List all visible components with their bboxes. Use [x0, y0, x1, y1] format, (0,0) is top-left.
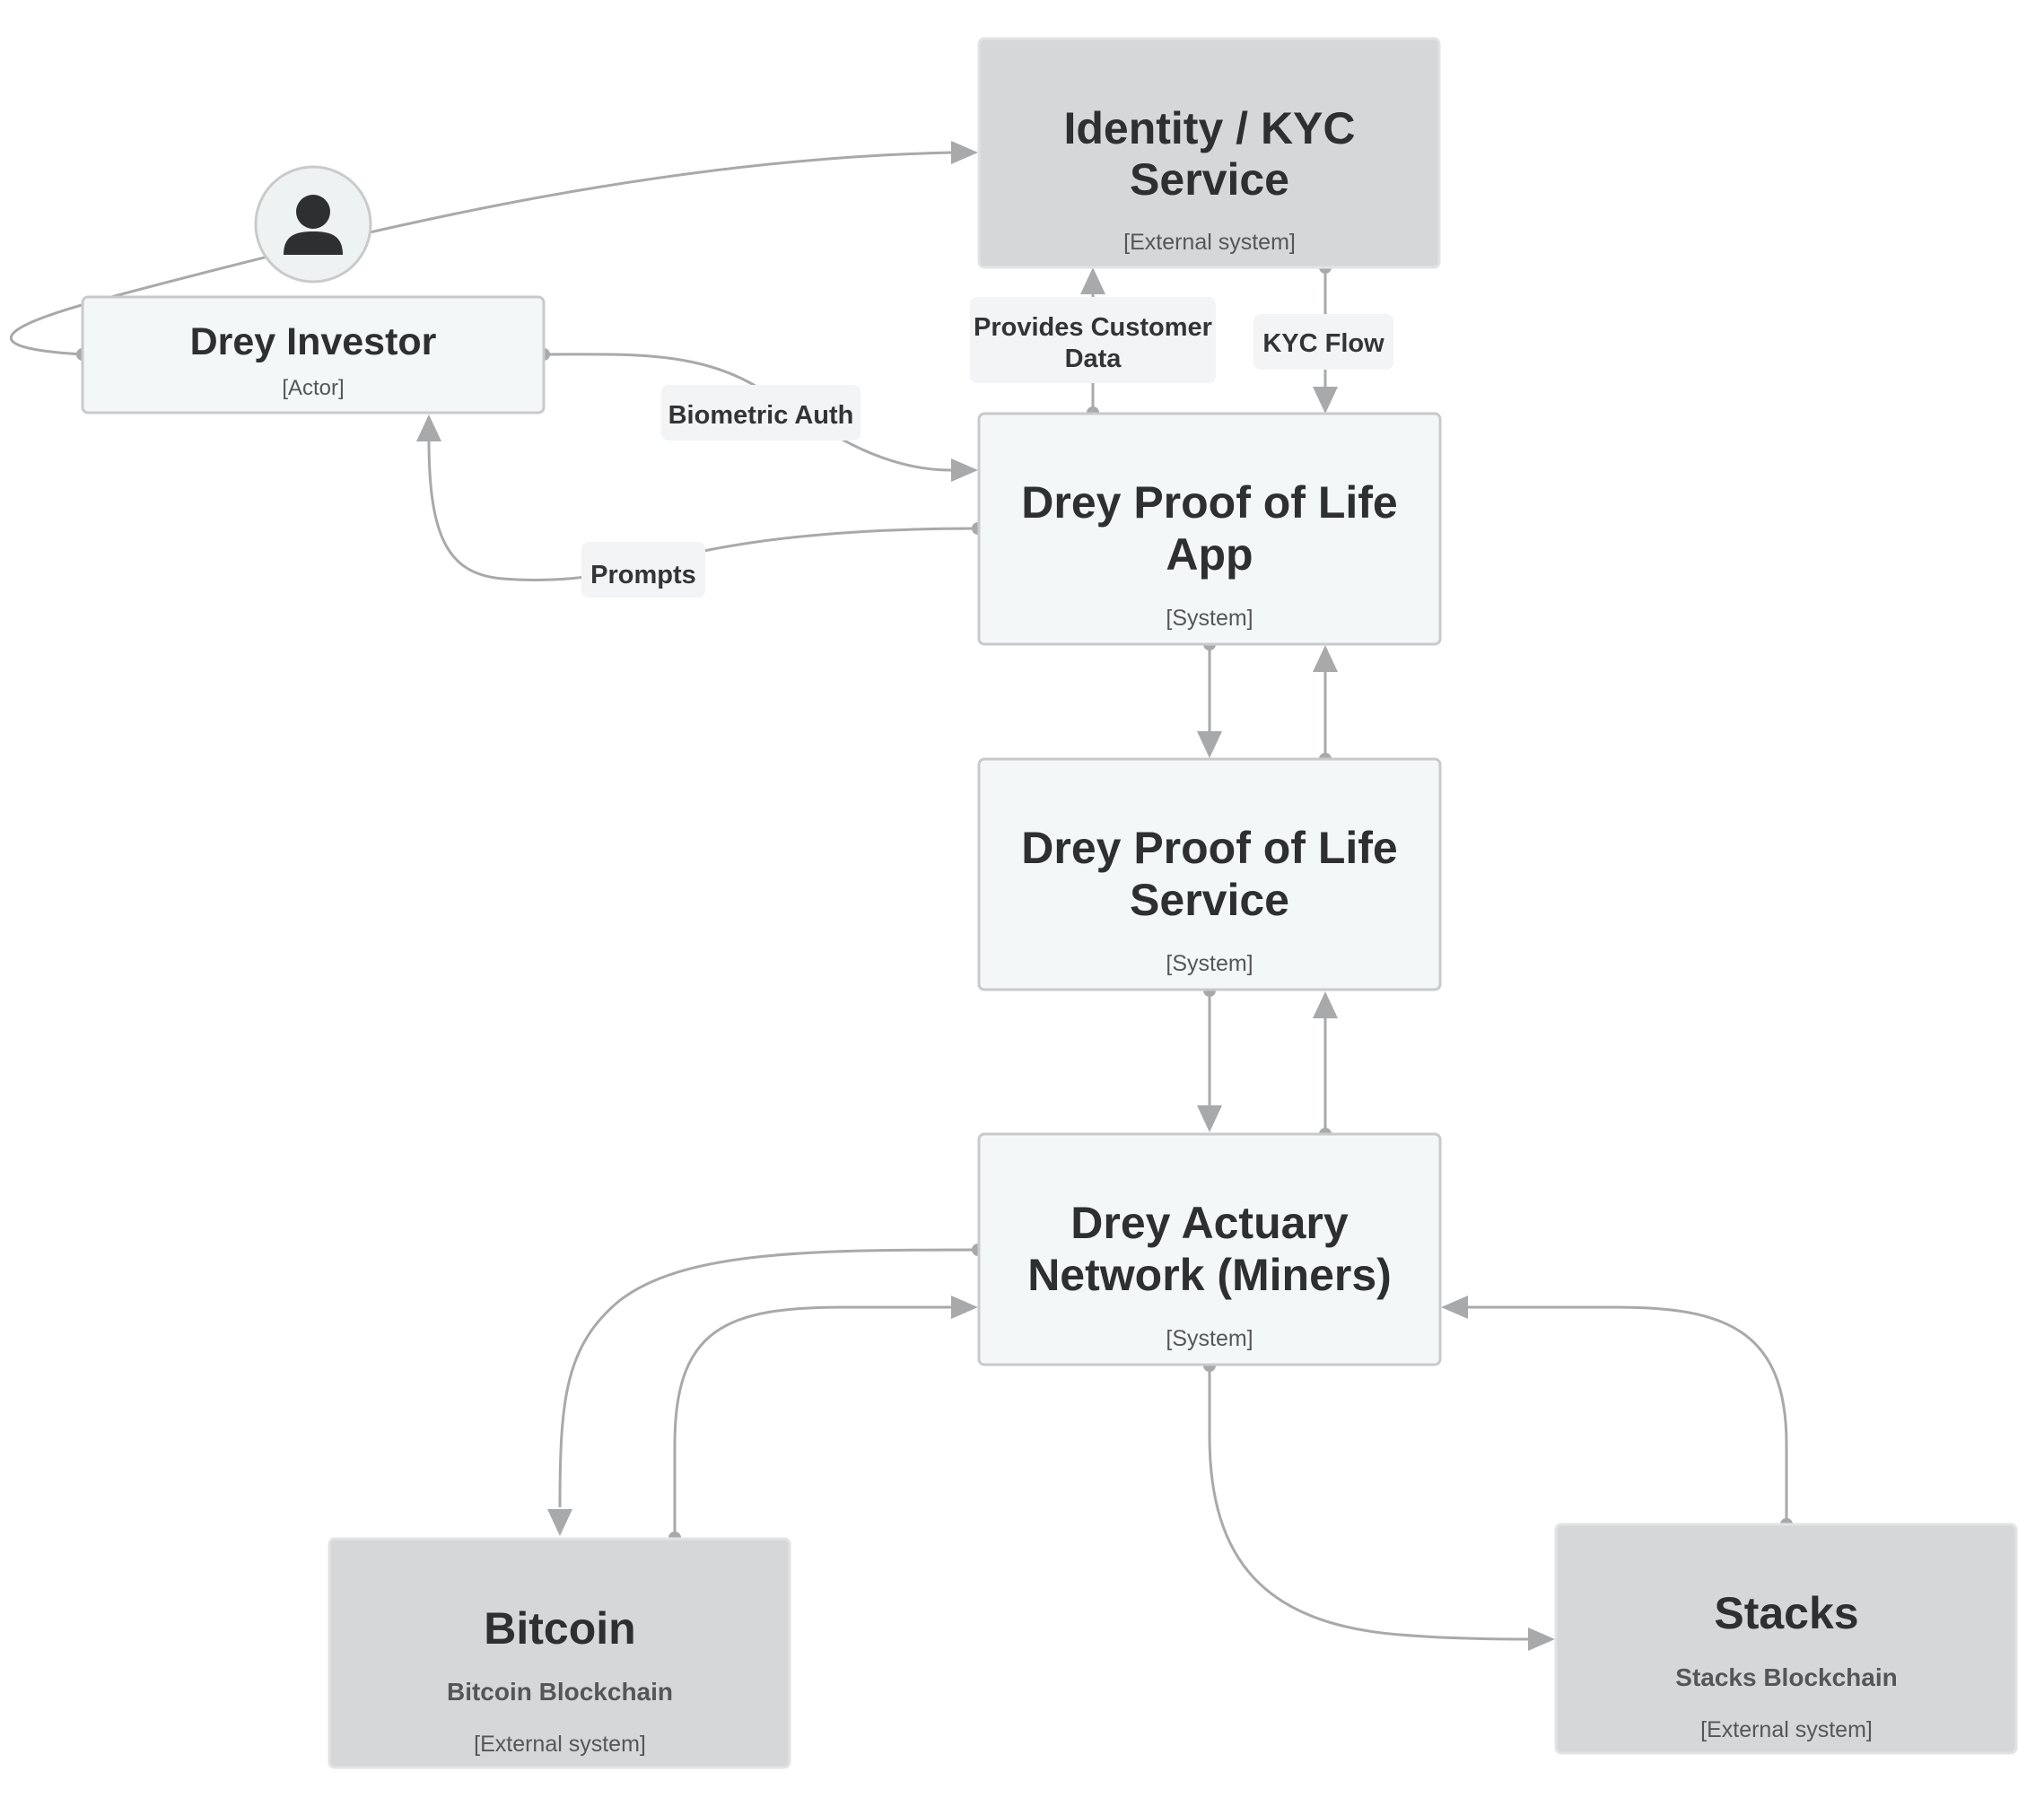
stacks-type: [External system]: [1700, 1717, 1873, 1742]
arrowhead-actuary-top: [1197, 1105, 1222, 1132]
service-title-line2: Service: [1130, 875, 1289, 925]
arrowhead-stacks-left: [1528, 1628, 1555, 1651]
node-drey-proof-of-life-app[interactable]: Drey Proof of Life App [System]: [977, 412, 1442, 646]
arrowhead-actuary-left: [951, 1296, 978, 1319]
node-identity-kyc-service[interactable]: Identity / KYC Service [External system]: [977, 37, 1441, 269]
label-provides-line1: Provides Customer: [974, 313, 1212, 342]
investor-title: Drey Investor: [190, 320, 437, 363]
edge-labels: Provides Customer Data KYC Flow Biometri…: [581, 297, 1393, 598]
investor-type: [Actor]: [282, 376, 344, 400]
label-kyc-flow: KYC Flow: [1253, 314, 1393, 370]
label-prompts: Prompts: [581, 542, 705, 598]
stacks-title: Stacks: [1714, 1588, 1858, 1638]
arrowhead-kyc-bottom: [1080, 267, 1105, 294]
arrowhead-service-bottom: [1313, 991, 1338, 1018]
service-title-line1: Drey Proof of Life: [1021, 823, 1397, 873]
node-drey-actuary-network[interactable]: Drey Actuary Network (Miners) [System]: [977, 1132, 1442, 1366]
edge-investor-to-kyc: [10, 151, 952, 356]
arrowhead-app-bottom: [1313, 645, 1338, 672]
label-biometric-auth-text: Biometric Auth: [668, 401, 854, 430]
node-drey-proof-of-life-service[interactable]: Drey Proof of Life Service [System]: [977, 757, 1442, 991]
actuary-title-line2: Network (Miners): [1027, 1250, 1392, 1300]
arrowhead-service-top: [1197, 731, 1222, 758]
service-type: [System]: [1166, 951, 1253, 976]
actuary-type: [System]: [1166, 1326, 1253, 1351]
kyc-title-line1: Identity / KYC: [1063, 103, 1355, 153]
arrowhead-app-top: [1313, 387, 1338, 414]
arrowhead-app-left: [951, 458, 978, 482]
app-type: [System]: [1166, 606, 1253, 631]
edge-actuary-to-stacks: [1208, 1366, 1529, 1641]
bitcoin-description: Bitcoin Blockchain: [447, 1678, 673, 1706]
label-provides-line2: Data: [1065, 345, 1122, 373]
node-drey-investor[interactable]: Drey Investor [Actor]: [81, 295, 546, 415]
app-title-line2: App: [1166, 529, 1253, 580]
node-stacks[interactable]: Stacks Stacks Blockchain [External syste…: [1554, 1523, 2018, 1755]
stacks-description: Stacks Blockchain: [1675, 1663, 1897, 1691]
edge-actuary-to-bitcoin: [558, 1248, 979, 1508]
label-provides-customer-data: Provides Customer Data: [970, 297, 1216, 383]
person-icon: [254, 165, 372, 284]
label-prompts-text: Prompts: [590, 561, 696, 589]
label-biometric-auth: Biometric Auth: [661, 385, 860, 441]
kyc-title-line2: Service: [1130, 154, 1289, 205]
bitcoin-title: Bitcoin: [484, 1603, 635, 1654]
edge-bitcoin-to-actuary: [673, 1305, 951, 1538]
edge-stacks-to-actuary: [1468, 1305, 1788, 1524]
bitcoin-type: [External system]: [474, 1732, 646, 1757]
actuary-title-line1: Drey Actuary: [1070, 1198, 1349, 1248]
arrowhead-bitcoin-top: [547, 1509, 572, 1536]
arrowhead-kyc-left: [951, 141, 978, 164]
arrowhead-actuary-right: [1441, 1296, 1468, 1319]
node-bitcoin[interactable]: Bitcoin Bitcoin Blockchain [External sys…: [328, 1537, 791, 1769]
app-title-line1: Drey Proof of Life: [1021, 477, 1397, 528]
edges: [10, 141, 1793, 1651]
kyc-type: [External system]: [1123, 230, 1296, 255]
arrowhead-investor-bottom: [416, 415, 441, 441]
label-kyc-flow-text: KYC Flow: [1262, 329, 1385, 358]
